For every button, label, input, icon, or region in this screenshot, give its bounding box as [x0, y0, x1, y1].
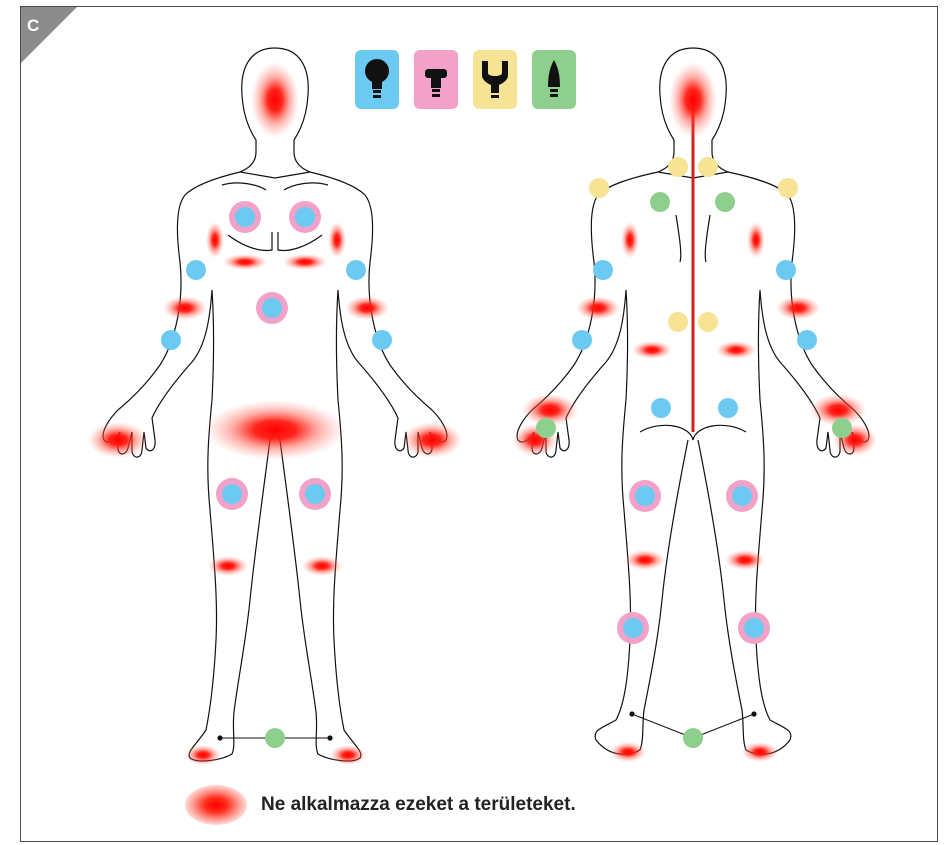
- fork-head-icon: [473, 50, 517, 109]
- point-yellow: [698, 312, 718, 332]
- avoid-zone: [742, 742, 778, 762]
- point-blue: [651, 398, 671, 418]
- point-blue: [797, 330, 817, 350]
- point-blue: [346, 260, 366, 280]
- avoid-zone: [776, 296, 820, 320]
- point-pink-blue: [229, 201, 261, 233]
- point-green: [832, 418, 852, 438]
- point-green: [683, 728, 703, 748]
- point-pink-blue: [216, 478, 248, 510]
- avoid-zone: [669, 62, 717, 138]
- avoid-zone: [208, 556, 248, 576]
- avoid-zone: [185, 745, 221, 765]
- avoid-zone: [206, 222, 224, 258]
- avoid-zone: [576, 296, 620, 320]
- avoid-zone: [302, 556, 342, 576]
- point-blue: [593, 260, 613, 280]
- point-green: [715, 192, 735, 212]
- avoid-zone: [747, 222, 765, 258]
- back-torso-outline-right: [698, 172, 869, 754]
- point-yellow: [778, 178, 798, 198]
- avoid-zone: [402, 422, 462, 458]
- attachment-legend: [355, 50, 576, 109]
- point-pink-blue: [738, 612, 770, 644]
- avoid-zone: [725, 550, 765, 570]
- point-yellow: [668, 157, 688, 177]
- avoid-zone: [610, 742, 646, 762]
- avoid-zone: [223, 254, 267, 270]
- ball-head-icon: [355, 50, 399, 109]
- point-blue: [186, 260, 206, 280]
- point-yellow: [698, 157, 718, 177]
- point-pink-blue: [629, 480, 661, 512]
- avoid-zone: [251, 62, 299, 138]
- point-blue: [161, 330, 181, 350]
- avoid-zone: [88, 422, 148, 458]
- point-pink-blue: [726, 480, 758, 512]
- avoid-zone: [330, 745, 366, 765]
- avoid-zone-swatch: [185, 785, 247, 825]
- avoid-zone: [345, 296, 389, 320]
- avoid-zone: [328, 222, 346, 258]
- avoid-legend: Ne alkalmazza ezeket a területeket.: [185, 785, 576, 825]
- avoid-zone: [283, 254, 327, 270]
- avoid-legend-text: Ne alkalmazza ezeket a területeket.: [261, 794, 576, 816]
- point-green: [536, 418, 556, 438]
- avoid-zones: [88, 62, 877, 765]
- avoid-zone: [163, 296, 207, 320]
- avoid-zone: [621, 222, 639, 258]
- point-pink-blue: [617, 612, 649, 644]
- point-blue: [718, 398, 738, 418]
- back-torso-outline: [517, 172, 688, 754]
- point-green: [265, 728, 285, 748]
- point-blue: [776, 260, 796, 280]
- flat-head-icon: [414, 50, 458, 109]
- point-pink-blue: [299, 478, 331, 510]
- avoid-zone: [716, 341, 756, 359]
- avoid-zone: [632, 341, 672, 359]
- point-pink-blue: [289, 201, 321, 233]
- bullet-head-icon: [532, 50, 576, 109]
- point-green: [650, 192, 670, 212]
- avoid-zone: [205, 400, 345, 460]
- point-yellow: [589, 178, 609, 198]
- avoid-zone: [625, 550, 665, 570]
- point-blue: [572, 330, 592, 350]
- point-yellow: [668, 312, 688, 332]
- point-blue: [372, 330, 392, 350]
- point-pink-blue: [256, 292, 288, 324]
